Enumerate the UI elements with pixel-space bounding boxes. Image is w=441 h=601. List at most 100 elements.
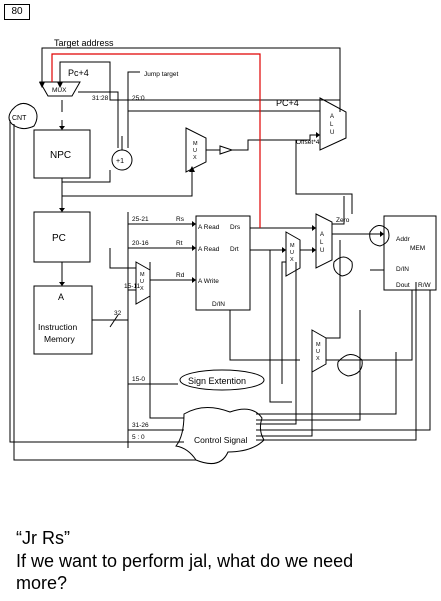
wire-sign-to-mux2 (281, 261, 286, 384)
blob-a (369, 225, 390, 247)
datapath-diagram: Target address Pc+4 Jump target MUX CNT … (8, 38, 437, 465)
caption-line-3: more? (16, 573, 68, 593)
label-25-0: 25:0 (132, 95, 145, 102)
label-rt: Rt (176, 240, 183, 247)
label-addr: Addr (396, 236, 411, 243)
alu-main (315, 213, 333, 269)
alu-main-u: U (320, 248, 324, 254)
label-31-26: 31-26 (132, 422, 149, 429)
label-20-16: 20-16 (132, 240, 149, 247)
label-din: D/IN (212, 301, 225, 308)
mux2-x: X (290, 257, 294, 263)
label-plus1: +1 (116, 158, 124, 165)
wire-mem-rw (256, 290, 431, 431)
alu-pc4-a: A (330, 114, 334, 120)
mux-wb (311, 329, 327, 373)
wire-ctrl-3 (256, 262, 297, 425)
mux-reg-u: U (140, 279, 144, 285)
wire-npc-plus1 (61, 170, 111, 183)
label-15-0: 15-0 (132, 376, 145, 383)
alu-pc4-l: L (330, 122, 334, 128)
wire-mem-dout (326, 290, 413, 361)
wire-ctrl-left (9, 120, 184, 443)
wire-31-28 (78, 91, 119, 148)
label-31-28: 31:28 (92, 95, 109, 102)
data-memory-box (383, 215, 437, 291)
label-pc: PC (52, 233, 66, 244)
label-din-mem: D/IN (396, 266, 409, 273)
label-npc: NPC (50, 150, 71, 161)
label-a-read-1: A Read (198, 224, 220, 231)
label-mux-top: MUX (52, 87, 67, 94)
mux-reg (135, 261, 151, 305)
label-15-11: 15-11 (124, 283, 141, 290)
wire-alu-to-wb (326, 240, 341, 339)
wire-zero (332, 196, 345, 225)
wire-20-16-mux (109, 248, 136, 269)
mux-reg-m: M (140, 272, 145, 278)
wire-drt-mem (269, 250, 292, 403)
label-drs: Drs (230, 224, 241, 231)
label-zero: Zero (336, 217, 350, 224)
mux-1 (185, 127, 207, 173)
mux-wb-u: U (316, 349, 320, 355)
label-rw: R/W (418, 282, 432, 289)
control-signal-blob (175, 407, 265, 465)
blob-b (333, 256, 353, 277)
wire-offset (248, 139, 353, 214)
label-rd: Rd (176, 272, 185, 279)
sign-extention-ellipse (179, 369, 265, 391)
mux1-m: M (193, 141, 198, 147)
mux-top (39, 81, 81, 97)
wire-ctrl-2 (256, 372, 313, 437)
alu-pc4-u: U (330, 130, 334, 136)
caption-line-1: “Jr Rs” (16, 528, 70, 548)
wire-wb-back (229, 310, 300, 361)
label-25-21: 25-21 (132, 216, 149, 223)
alu-pc4 (319, 97, 347, 151)
alu-main-a: A (320, 232, 324, 238)
register-file-box (195, 215, 251, 311)
label-a-read-2: A Read (198, 246, 220, 253)
mux2-m: M (290, 243, 295, 249)
label-drt: Drt (230, 246, 239, 253)
wire-npc-to-mux1 (62, 172, 193, 197)
cnt-blob (8, 103, 38, 130)
label-dout: Dout (396, 282, 410, 289)
label-pc4-alu: PC+4 (276, 98, 299, 108)
label-jump-target: Jump target (144, 71, 179, 78)
label-a: A (58, 292, 64, 302)
shift-box (219, 145, 234, 155)
label-rs: Rs (176, 216, 185, 223)
caption-line-2: If we want to perform jal, what do we ne… (16, 551, 354, 571)
instruction-memory-box (33, 285, 93, 355)
wire-ctrl-left2 (13, 124, 196, 461)
highlight-path (51, 53, 261, 228)
mux1-x: X (193, 155, 197, 161)
page-number: 80 (4, 4, 30, 20)
plus1-circle (111, 149, 133, 171)
label-width-32: 32 (114, 310, 122, 317)
label-sign-extention: Sign Extention (188, 376, 246, 386)
label-offset: Offset*4 (296, 139, 320, 146)
wire-pc4-alu (128, 110, 321, 118)
mux1-u: U (193, 148, 197, 154)
label-instruction: Instruction (38, 322, 77, 332)
bus-slash (109, 314, 119, 328)
mux-reg-x: X (140, 286, 144, 292)
label-mem: MEM (410, 245, 425, 252)
blob-c (337, 354, 363, 377)
mux-wb-m: M (316, 342, 321, 348)
mux-2 (285, 231, 301, 277)
mux-wb-x: X (316, 356, 320, 362)
wire-ctrl-npc (256, 352, 397, 415)
mux2-u: U (290, 250, 294, 256)
wire-ctrl-1 (256, 282, 417, 441)
label-5-0: 5 : 0 (132, 434, 145, 441)
label-memory: Memory (44, 334, 75, 344)
label-a-write: A Write (198, 278, 219, 285)
label-cnt: CNT (12, 115, 27, 122)
label-target-address: Target address (54, 38, 114, 48)
wire-jump-target (127, 71, 140, 148)
wire-control-a (149, 402, 184, 419)
